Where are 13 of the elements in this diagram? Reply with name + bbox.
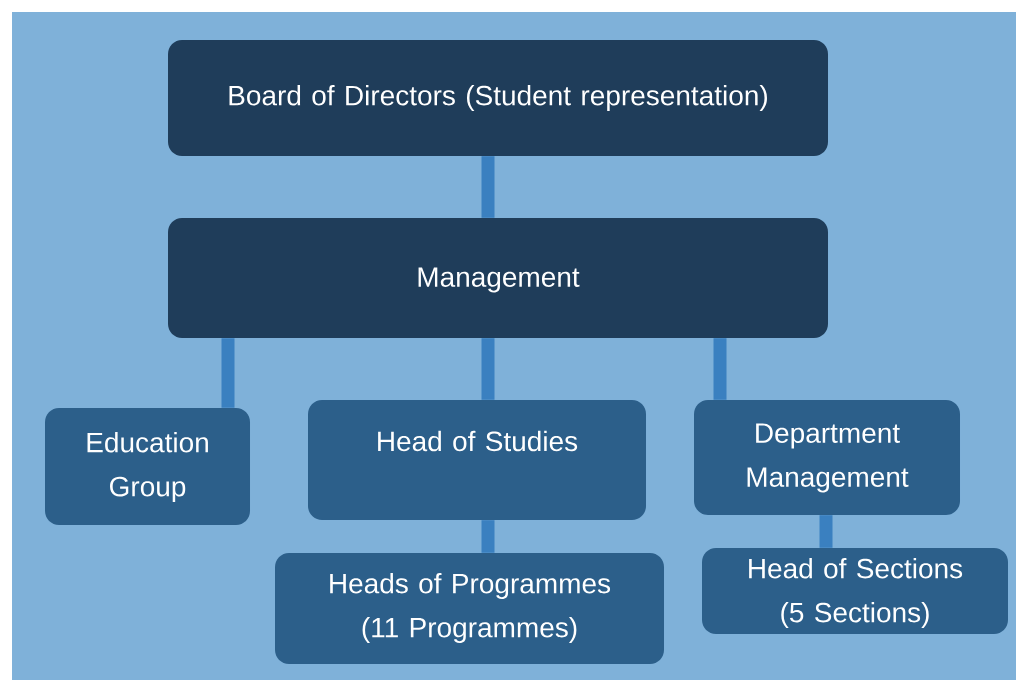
org-box: Board of Directors (Student representation) <box>168 40 828 156</box>
org-box: Head of Studies <box>308 400 646 520</box>
org-box: Department Management <box>694 400 960 515</box>
connector <box>481 156 495 218</box>
connector <box>713 338 727 400</box>
org-box: Education Group <box>45 408 250 525</box>
org-box: Heads of Programmes (11 Programmes) <box>275 553 664 664</box>
connector <box>819 515 833 548</box>
connector <box>221 338 235 408</box>
connector <box>481 520 495 553</box>
org-box: Management <box>168 218 828 338</box>
org-box: Head of Sections (5 Sections) <box>702 548 1008 634</box>
connector <box>481 338 495 400</box>
